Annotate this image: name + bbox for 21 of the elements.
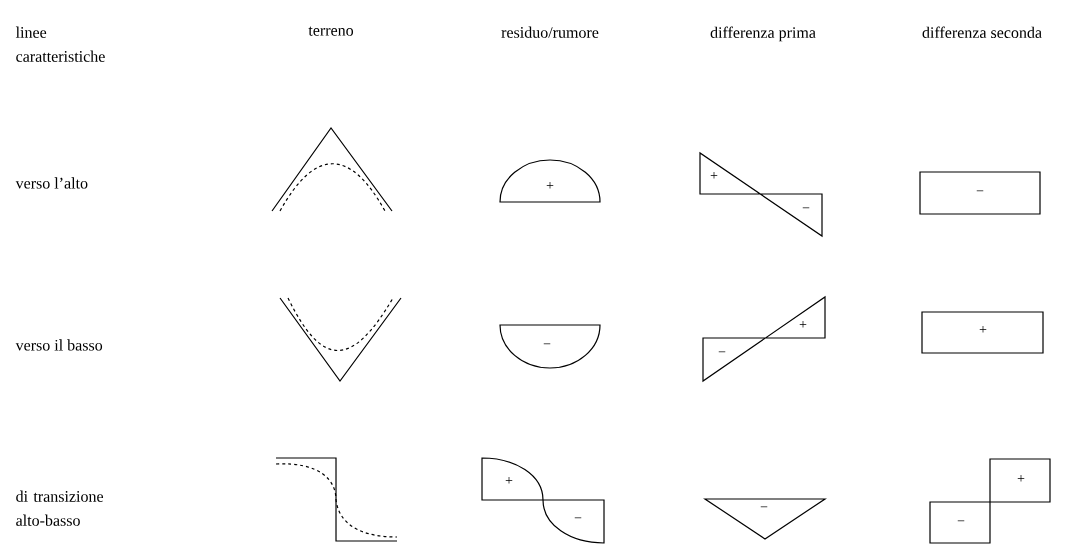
- sign-label: −: [957, 520, 965, 522]
- heading: differenza prima: [710, 26, 816, 42]
- sign-label: −: [760, 506, 768, 508]
- sign-label: +: [979, 326, 987, 333]
- sign-label: −: [574, 517, 582, 519]
- sign-label: +: [710, 172, 718, 179]
- heading: linee caratteristiche: [15, 26, 105, 62]
- heading: residuo/rumore: [501, 26, 599, 38]
- row-label: verso il basso: [15, 339, 103, 351]
- row-label: di transizione alto-basso: [16, 490, 104, 526]
- sign-label: −: [718, 351, 726, 353]
- row-label: verso l’alto: [15, 177, 88, 189]
- heading: differenza seconda: [922, 26, 1042, 38]
- sign-label: +: [799, 321, 807, 328]
- sign-label: +: [1017, 475, 1025, 482]
- sign-label: +: [505, 477, 513, 484]
- sign-label: −: [976, 190, 984, 192]
- sign-label: +: [546, 182, 554, 189]
- sign-label: −: [543, 343, 551, 345]
- sign-label: −: [802, 207, 810, 209]
- heading: terreno: [308, 26, 354, 36]
